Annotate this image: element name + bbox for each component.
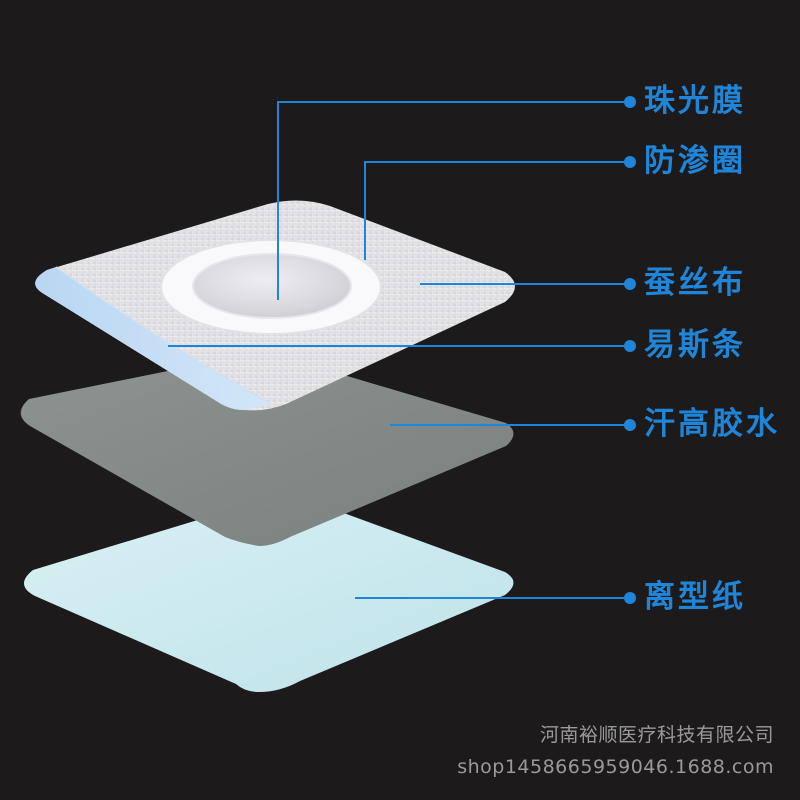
- sweat-glue-layer: [20, 354, 514, 546]
- layer-label-pearl-film: 珠光膜: [644, 83, 746, 119]
- layer-label-anti-leak-ring: 防渗圈: [644, 143, 746, 179]
- footer-company: 河南裕顺医疗科技有限公司: [539, 724, 774, 746]
- leader-anti-leak-ring: [364, 161, 625, 260]
- leader-dots: [624, 96, 636, 604]
- layer-label-sweat-glue: 汗高胶水: [644, 406, 780, 442]
- layer-label-release-paper: 离型纸: [644, 579, 746, 615]
- pearl-film-shape: [193, 254, 351, 318]
- release-paper-layer: [23, 496, 514, 692]
- leader-pearl-film: [277, 101, 625, 300]
- footer-shop-url: shop1458665959046.1688.com: [457, 756, 774, 778]
- leader-lines: [168, 101, 625, 599]
- layer-label-easy-tear-strip: 易斯条: [644, 327, 746, 363]
- easy-tear-strip-layer: [35, 267, 271, 410]
- layer-label-silk-cloth: 蚕丝布: [644, 265, 746, 301]
